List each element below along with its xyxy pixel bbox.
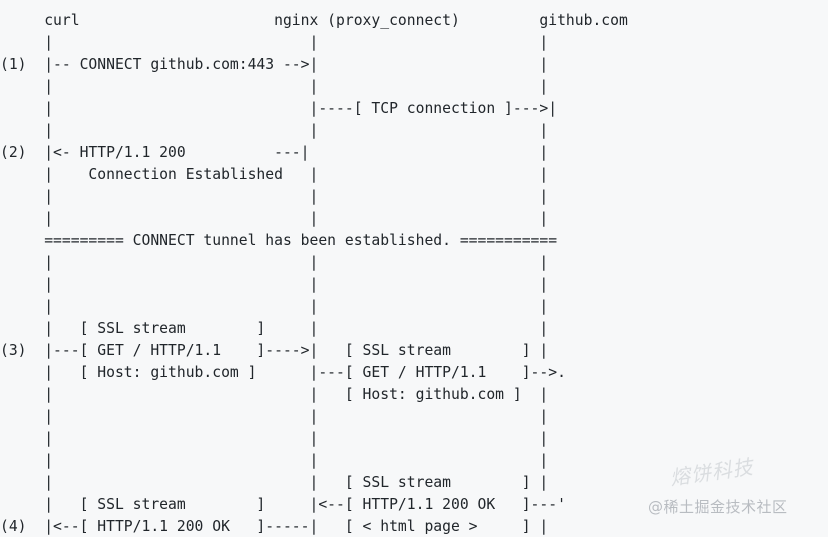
ascii-sequence-diagram: curl nginx (proxy_connect) github.com | … bbox=[0, 12, 628, 535]
watermark-primary: @稀土掘金技术社区 bbox=[648, 498, 788, 516]
watermark-secondary: 熔饼科技 bbox=[668, 454, 756, 491]
